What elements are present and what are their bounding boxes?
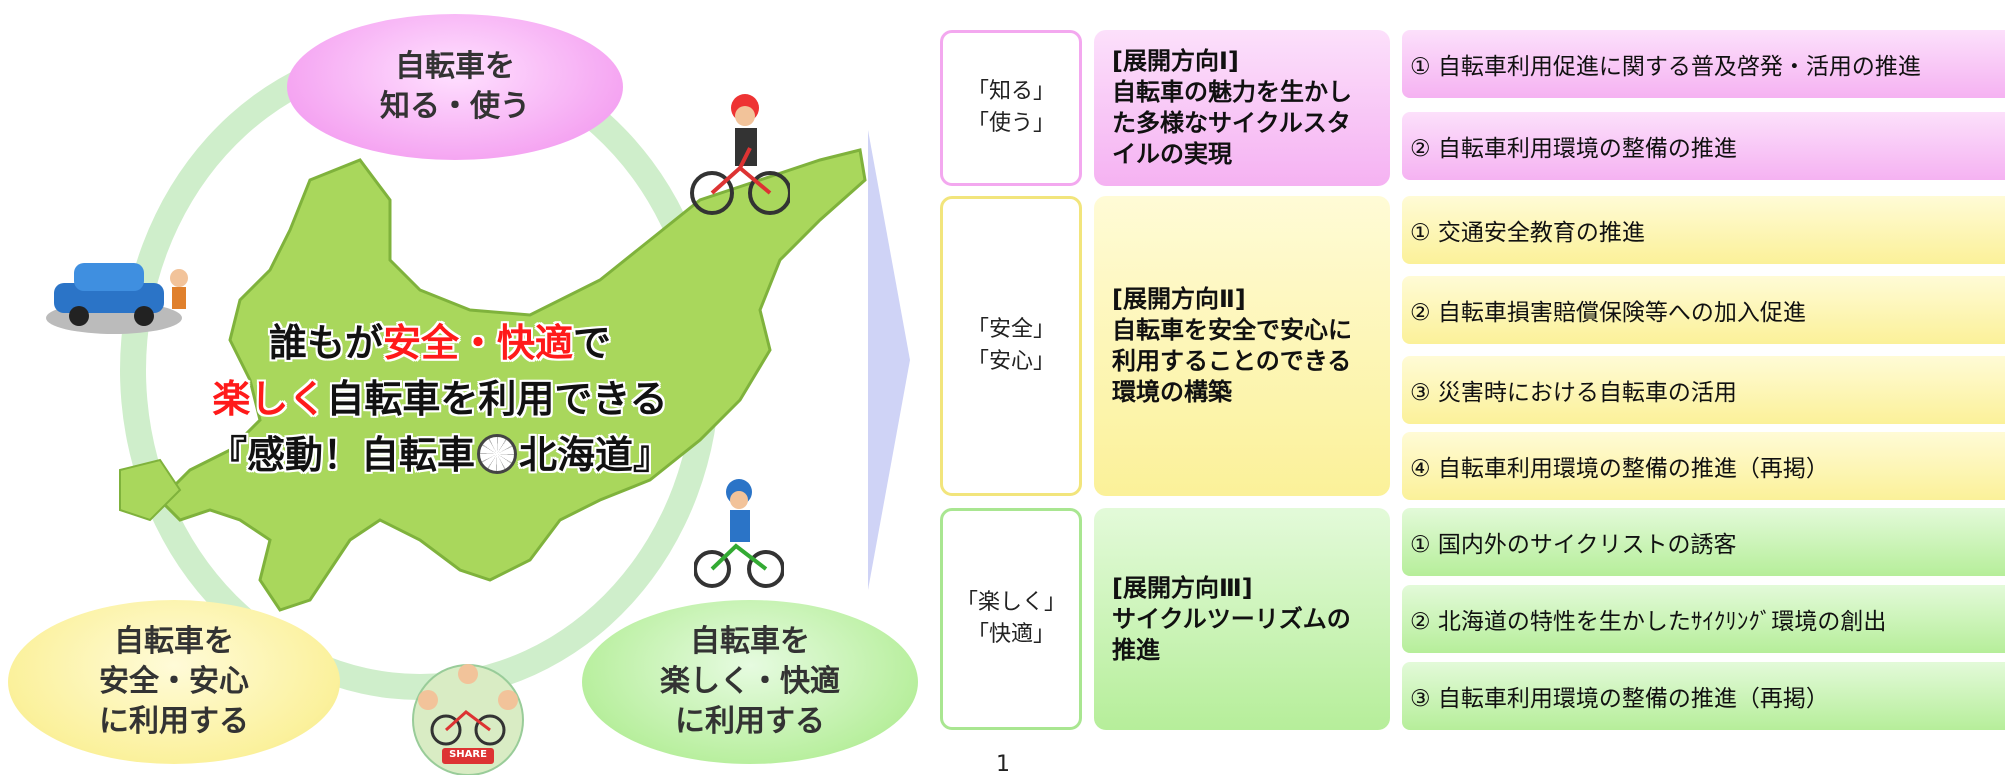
cyclist-illustration-top [690, 94, 790, 215]
theme-line: 「快適」 [966, 622, 1055, 647]
slogan-highlight: 楽しく [212, 377, 327, 421]
direction-heading: [展開方向Ⅲ] [1112, 573, 1253, 602]
slogan-line-2: 楽しく自転車を利用できる [160, 371, 720, 427]
item-1-1: ① 自転車利用促進に関する普及啓発・活用の推進 [1402, 30, 2005, 98]
bicycle-wheel-icon [477, 434, 517, 474]
item-2-1: ① 交通安全教育の推進 [1402, 196, 2005, 264]
page-number: 1 [996, 752, 1010, 777]
direction-body: 自転車を安全で安心に利用することのできる環境の構築 [1112, 316, 1352, 406]
direction-2: [展開方向Ⅱ] 自転車を安全で安心に利用することのできる環境の構築 [1094, 196, 1390, 496]
bubble-know-use-line2: 知る・使う [380, 89, 530, 124]
item-1-2: ② 自転車利用環境の整備の推進 [1402, 112, 2005, 180]
share-cycle-illustration [412, 664, 524, 775]
slogan-text: 北海道』 [519, 433, 672, 477]
theme-line: 「楽しく」 [955, 590, 1066, 615]
direction-body: 自転車の魅力を生かした多様なサイクルスタイルの実現 [1112, 78, 1352, 168]
bubble-fun-line2: 楽しく・快適 [660, 664, 840, 699]
chevron-right-icon [868, 130, 910, 590]
item-3-3: ③ 自転車利用環境の整備の推進（再掲） [1402, 662, 2005, 730]
theme-safe: 「安全」「安心」 [940, 196, 1082, 496]
slogan-highlight: 安全・快適 [382, 321, 573, 365]
theme-fun: 「楽しく」「快適」 [940, 508, 1082, 730]
hokkaido-map [119, 148, 867, 612]
direction-heading: [展開方向Ⅰ] [1112, 47, 1239, 75]
map-island [119, 458, 182, 522]
bubble-safe-line1: 自転車を [114, 624, 234, 659]
map-mainland [157, 148, 867, 612]
bubble-know-use-line1: 自転車を [395, 49, 515, 84]
item-2-4: ④ 自転車利用環境の整備の推進（再掲） [1402, 432, 2005, 500]
direction-heading: [展開方向Ⅱ] [1112, 285, 1246, 313]
item-2-3: ③ 災害時における自転車の活用 [1402, 356, 2005, 424]
bubble-safe-line3: に利用する [99, 704, 249, 739]
left-diagram: SHARE 自転車を 知る・使う 自転車を 安全・安心 に利用する 自転車を 楽… [0, 0, 918, 775]
direction-3: [展開方向Ⅲ] サイクルツーリズムの推進 [1094, 508, 1390, 730]
slogan-line-3: 『感動！自転車北海道』 [160, 427, 720, 483]
bubble-fun-line1: 自転車を [690, 624, 810, 659]
item-2-2: ② 自転車損害賠償保険等への加入促進 [1402, 276, 2005, 344]
item-3-1: ① 国内外のサイクリストの誘客 [1402, 508, 2005, 576]
slogan-line-1: 誰もが安全・快適で [160, 315, 720, 371]
bubble-safe-line2: 安全・安心 [99, 664, 249, 699]
center-slogan: 誰もが安全・快適で 楽しく自転車を利用できる 『感動！自転車北海道』 [160, 315, 720, 483]
share-sign: SHARE [449, 749, 487, 760]
theme-line: 「知る」 [966, 79, 1055, 104]
direction-body: サイクルツーリズムの推進 [1112, 604, 1351, 664]
bubble-know-use: 自転車を 知る・使う [287, 14, 623, 160]
item-3-2: ② 北海道の特性を生かしたｻｲｸﾘﾝｸﾞ環境の創出 [1402, 585, 2005, 653]
slogan-text: 誰もが [268, 321, 383, 365]
theme-line: 「使う」 [966, 111, 1055, 136]
theme-line: 「安心」 [966, 349, 1055, 374]
bubble-fun-line3: に利用する [675, 704, 825, 739]
direction-1: [展開方向Ⅰ] 自転車の魅力を生かした多様なサイクルスタイルの実現 [1094, 30, 1390, 186]
slogan-text: 自転車を利用できる [326, 377, 668, 421]
bubble-safe: 自転車を 安全・安心 に利用する [8, 600, 340, 764]
cyclist-illustration-bottom [694, 479, 784, 588]
car-cyclist-illustration [46, 263, 188, 334]
slogan-text: 『感動！自転車 [208, 433, 475, 477]
slogan-text: で [573, 321, 612, 365]
theme-line: 「安全」 [966, 317, 1055, 342]
theme-know-use: 「知る」「使う」 [940, 30, 1082, 186]
bubble-fun: 自転車を 楽しく・快適 に利用する [582, 600, 918, 764]
